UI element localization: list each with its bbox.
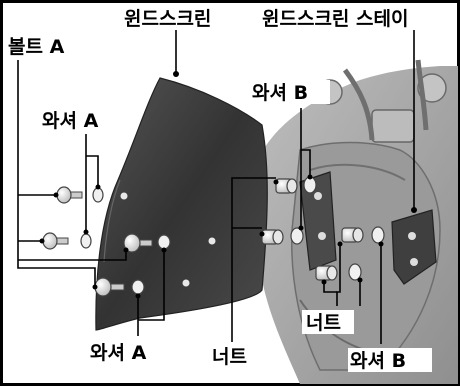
label-washer-a-top: 와셔 A — [42, 110, 99, 132]
label-windscreen: 윈드스크린 — [124, 8, 211, 30]
hardware-parts — [42, 176, 385, 297]
label-nut-bottom: 너트 — [212, 346, 247, 368]
windscreen-illustration — [95, 77, 268, 331]
nut-left-bottom — [261, 229, 284, 245]
washer-b-mid-right — [371, 226, 385, 244]
label-washer-b-bottom: 와셔 B — [350, 350, 406, 372]
leader-lines — [17, 30, 417, 344]
washer-b-mid-left — [290, 227, 304, 245]
label-nut-right: 너트 — [306, 312, 341, 334]
nut-right-bottom — [315, 265, 338, 281]
label-windscreen-stay: 윈드스크린 스테이 — [262, 8, 408, 30]
nut-left-top — [275, 178, 298, 194]
label-washer-a-bottom: 와셔 A — [90, 342, 147, 364]
washer-a-mid-left — [80, 233, 92, 249]
bolt-a-mid-right — [123, 233, 153, 253]
nut-right-top — [341, 227, 364, 243]
label-washer-b-top: 와셔 B — [252, 82, 308, 104]
washer-a-mid-right — [157, 234, 171, 250]
labels: 윈드스크린 윈드스크린 스테이 볼트 A 와셔 A 와셔 B 와셔 A 너트 너… — [6, 6, 454, 372]
washer-a-bottom — [131, 279, 145, 295]
washer-b-bottom-right — [348, 263, 362, 281]
motorcycle-front-illustration — [262, 59, 458, 384]
washer-a-top — [92, 187, 104, 203]
label-bolt-a: 볼트 A — [8, 36, 65, 58]
